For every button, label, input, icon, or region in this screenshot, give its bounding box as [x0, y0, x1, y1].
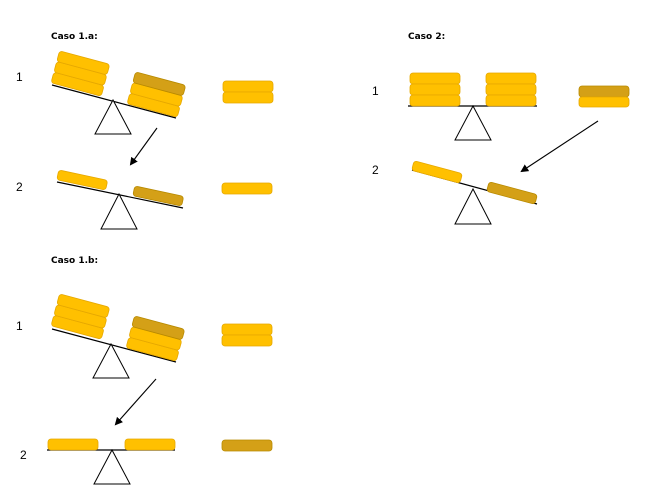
scale-fulcrum	[454, 187, 492, 225]
coin	[485, 94, 537, 107]
scale-fulcrum	[100, 192, 138, 230]
coin	[485, 72, 537, 85]
aside-coin-dark	[221, 439, 273, 452]
coin	[409, 83, 461, 96]
coin	[221, 334, 273, 347]
left-coin-stack	[56, 170, 108, 190]
case-1b-step-1: 1	[16, 319, 23, 333]
case-1a-step-2: 2	[16, 180, 23, 194]
coin	[578, 96, 630, 108]
case-2-title: Caso 2:	[408, 32, 446, 42]
case-2-scale-1	[408, 72, 630, 141]
coin	[56, 294, 110, 318]
scale-fulcrum	[93, 448, 131, 485]
left-coin-stack	[51, 294, 110, 339]
case-1b-scale-1	[51, 294, 273, 379]
scale-fulcrum	[92, 342, 130, 379]
right-coin-stack	[132, 186, 184, 206]
left-coin-stack	[51, 51, 110, 96]
case-1a-title: Caso 1.a:	[51, 32, 98, 42]
aside-coin	[221, 182, 273, 195]
aside-coin-stack	[221, 323, 273, 347]
case-2-step-1: 1	[372, 84, 379, 98]
right-coin-stack	[126, 316, 185, 361]
arrow	[114, 378, 157, 426]
coin-dark	[132, 72, 186, 96]
right-coin-stack	[486, 181, 538, 205]
case-2-scale-2	[411, 160, 538, 225]
case-1b-step-2: 2	[20, 448, 27, 462]
right-coin	[124, 438, 176, 451]
right-coin-stack	[485, 72, 537, 107]
aside-coin-stack	[222, 80, 274, 104]
coin	[222, 80, 274, 93]
coin-dark	[132, 186, 184, 206]
coin	[411, 160, 463, 184]
coin	[56, 51, 110, 75]
coin-dark	[486, 181, 538, 205]
coin	[485, 83, 537, 96]
left-coin-stack	[409, 72, 461, 107]
scale-beam	[51, 328, 177, 363]
coin	[56, 170, 108, 190]
aside-coin-stack	[578, 85, 630, 108]
case-2-step-2: 2	[372, 163, 379, 177]
coin	[409, 94, 461, 107]
arrow	[129, 127, 158, 166]
arrow	[520, 120, 599, 173]
left-coin	[47, 438, 99, 451]
case-1b-scale-2	[47, 438, 273, 485]
coin-dark	[578, 85, 630, 98]
case-1a-step-1: 1	[16, 70, 23, 84]
scale-fulcrum	[454, 104, 492, 141]
right-coin-stack	[127, 72, 186, 117]
scale-fulcrum	[94, 98, 132, 135]
coin	[409, 72, 461, 85]
case-1b-title: Caso 1.b:	[51, 256, 99, 266]
coin-dark	[131, 316, 185, 340]
left-coin-stack	[411, 160, 463, 184]
coin	[222, 91, 274, 104]
case-1a-scale-2	[56, 170, 273, 230]
coin	[221, 323, 273, 336]
case-1a-scale-1	[51, 51, 274, 135]
